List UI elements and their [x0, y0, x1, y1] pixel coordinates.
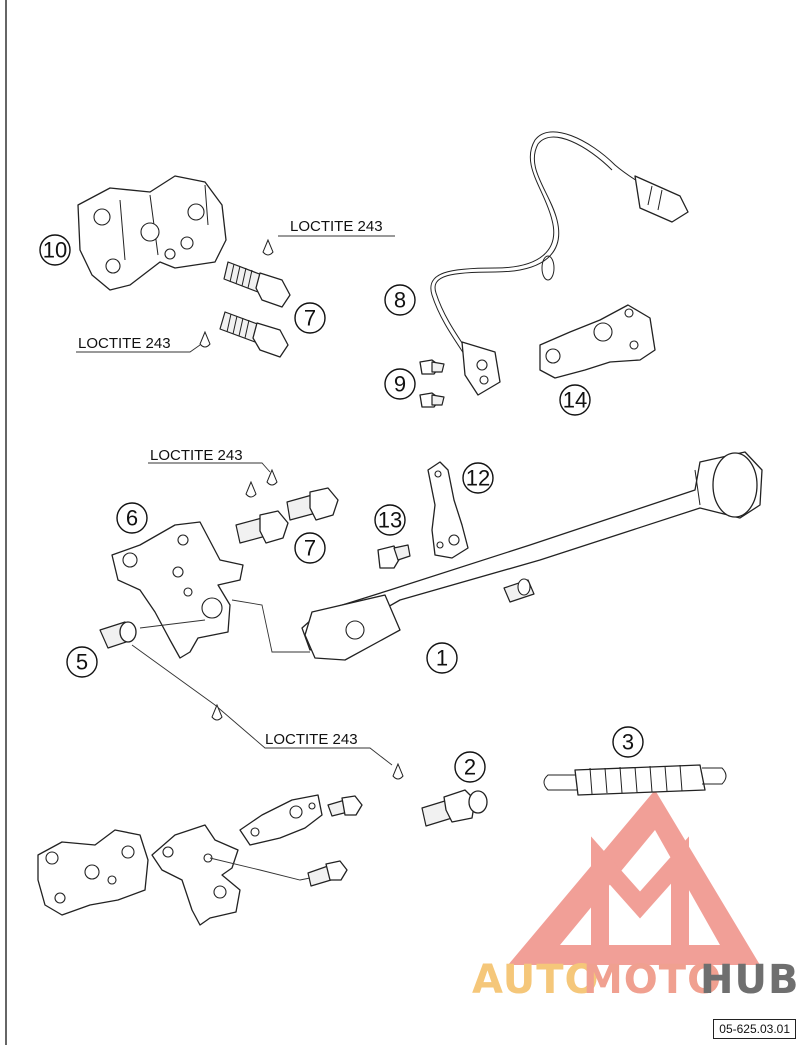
callout-1: 1 [436, 646, 448, 671]
part-13-screw [377, 544, 411, 569]
part-9-screws [419, 359, 445, 408]
callout-circle-7a [294, 302, 326, 334]
callout-6: 6 [126, 506, 138, 531]
loctite-label-mid: LOCTITE 243 [150, 447, 243, 464]
sub-assembly-screws [307, 795, 363, 887]
leader-loctite-mid [148, 462, 271, 473]
part-7-bolt-mid-b [235, 510, 289, 544]
callout-7b: 7 [304, 536, 316, 561]
loctite-drop-mid-1 [266, 468, 278, 486]
loctite-drop-top [262, 238, 274, 256]
callout-14: 14 [563, 388, 587, 413]
sub-assembly-plate [151, 824, 241, 926]
part-2-bolt [421, 789, 488, 827]
part-8-sensor-cable [430, 131, 689, 396]
part-14-plate [539, 304, 656, 379]
watermark-logo [508, 790, 760, 965]
watermark-text: AUTO MOTO HUB [472, 957, 799, 1003]
callout-circle-1 [426, 642, 458, 674]
loctite-label-left: LOCTITE 243 [78, 335, 171, 352]
loctite-drop-left [199, 330, 211, 348]
callout-10: 10 [43, 238, 67, 263]
part-1-side-stand [301, 451, 763, 661]
callout-7a: 7 [304, 306, 316, 331]
assembly-line-diagonal [131, 644, 393, 766]
watermark-hub: HUB [700, 957, 799, 1003]
loctite-drop-pin [211, 703, 223, 721]
sub-assembly-line [209, 857, 311, 881]
callout-circle-13 [374, 504, 406, 536]
callout-9: 9 [394, 372, 406, 397]
callout-5: 5 [76, 650, 88, 675]
callout-circle-9 [384, 368, 416, 400]
loctite-drop-mid-2 [245, 480, 257, 498]
watermark-moto: MOTO [583, 957, 722, 1003]
sub-assembly-bracket [37, 829, 149, 916]
loctite-label-top: LOCTITE 243 [290, 218, 383, 235]
document-id: 05-625.03.01 [713, 1019, 796, 1039]
callout-13: 13 [378, 508, 402, 533]
part-10-bracket [77, 175, 227, 291]
callout-8: 8 [394, 288, 406, 313]
watermark-auto: AUTO [472, 957, 600, 1003]
callout-circle-2 [454, 751, 486, 783]
leader-loctite-left [76, 344, 201, 353]
callout-circle-12 [462, 462, 494, 494]
callout-circle-5 [66, 646, 98, 678]
part-7-bolt-upper [223, 261, 291, 308]
loctite-drop-bolt2 [392, 762, 404, 780]
part-3-spring [543, 764, 727, 796]
callout-12: 12 [466, 466, 490, 491]
assembly-line-upper [231, 599, 310, 653]
callout-circle-6 [116, 502, 148, 534]
callout-circle-8 [384, 284, 416, 316]
part-7-bolt-mid-a [286, 487, 339, 521]
loctite-label-bottom: LOCTITE 243 [265, 731, 358, 748]
callout-circle-3 [612, 726, 644, 758]
callout-2: 2 [464, 755, 476, 780]
sub-assembly-link [239, 794, 323, 846]
part-12-bracket [427, 461, 469, 559]
part-5-pin [99, 621, 137, 649]
part-6-mount-plate [111, 521, 244, 659]
part-7-bolt-lower [219, 311, 289, 358]
callout-circle-14 [559, 384, 591, 416]
callout-circle-10 [39, 234, 71, 266]
callout-3: 3 [622, 730, 634, 755]
assembly-line-pin [139, 619, 206, 629]
callout-circle-7b [294, 532, 326, 564]
